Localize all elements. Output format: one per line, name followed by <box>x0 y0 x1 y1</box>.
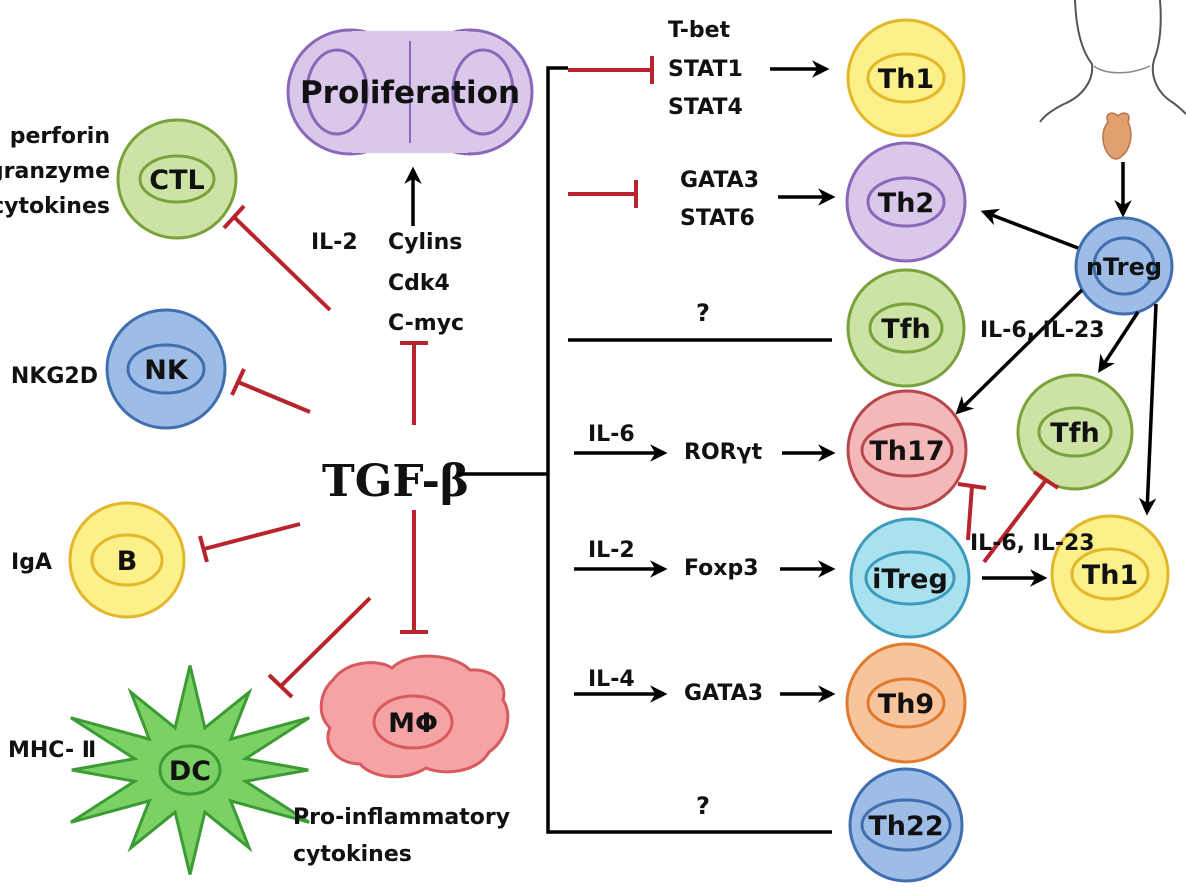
th2-factor-stat6: STAT6 <box>680 206 755 231</box>
nk-label: NK <box>144 355 189 386</box>
il2-proliferation-label: IL-2 <box>311 230 358 255</box>
th1-secondary-label: Th1 <box>1082 560 1138 591</box>
macrophage-label: MΦ <box>388 708 438 739</box>
nk-cell: NK <box>105 308 227 430</box>
ctl-cell: CTL <box>116 118 238 240</box>
inhibit-ctl-line <box>232 215 332 312</box>
ntreg-cell: nTreg <box>1074 216 1174 316</box>
th1-factor-stat4: STAT4 <box>668 95 743 120</box>
inhibit-b-bar <box>198 535 209 563</box>
tfh-secondary-label: Tfh <box>1050 418 1099 449</box>
th2-label: Th2 <box>878 188 934 219</box>
dc-label: DC <box>169 756 211 787</box>
macrophage-note-2: cytokines <box>293 842 412 867</box>
th1-factor-tbet: T-bet <box>668 18 731 43</box>
inhibit-tfh-bar <box>1032 470 1060 490</box>
b-note: IgA <box>11 550 52 575</box>
th1-cell: Th1 <box>846 18 966 138</box>
factor-cmyc: C-myc <box>388 311 464 336</box>
itreg-factor: Foxp3 <box>684 556 759 581</box>
t-cell-bracket <box>546 66 568 834</box>
arrow-ntreg-to-tfh <box>1098 311 1140 373</box>
b-label: B <box>117 546 138 577</box>
th2-factor-gata3: GATA3 <box>680 168 759 193</box>
ntreg-label: nTreg <box>1086 253 1162 281</box>
inhibit-b-line <box>203 522 301 551</box>
il6-il23-label-bottom: IL-6, IL-23 <box>970 531 1095 556</box>
itreg-label: iTreg <box>872 564 948 595</box>
dc-note: MHC- Ⅱ <box>8 738 96 763</box>
inhibit-tfh-line <box>982 478 1048 564</box>
inhibit-dc-bar <box>267 673 294 699</box>
tgf-beta-title: TGF-β <box>322 456 469 507</box>
ctl-note-cytokines: cytokines <box>0 194 110 219</box>
macrophage-note-1: Pro-inflammatory <box>293 805 510 830</box>
proliferation-label: Proliferation <box>300 75 520 111</box>
th9-label: Th9 <box>878 689 934 720</box>
factor-cylins: Cylins <box>388 230 462 255</box>
inhibit-th17-bar <box>957 482 987 490</box>
inhibit-dc-line <box>279 596 372 688</box>
tfh-unknown-label: ? <box>696 299 710 327</box>
th17-cell: Th17 <box>846 389 968 511</box>
th22-cell: Th22 <box>848 767 964 883</box>
ctl-note-granzyme: granzyme <box>0 159 110 184</box>
th1-label: Th1 <box>878 64 934 95</box>
tfh-label: Tfh <box>881 314 930 345</box>
human-silhouette-icon <box>1039 0 1186 123</box>
inhibit-ctl-bar <box>222 204 246 230</box>
arrow-ntreg-to-th17 <box>955 288 1084 415</box>
itreg-cell: iTreg <box>849 517 971 639</box>
nk-note: NKG2D <box>11 364 98 389</box>
thymus-icon <box>1102 112 1132 160</box>
arrow-ntreg-to-th1 <box>1138 303 1158 516</box>
b-cell: B <box>68 501 186 619</box>
macrophage-cell: MΦ <box>319 654 510 779</box>
tfh-cell: Tfh <box>846 268 966 388</box>
th9-cytokine: IL-4 <box>588 667 635 692</box>
th1-factor-stat1: STAT1 <box>668 57 743 82</box>
th1-secondary-cell: Th1 <box>1050 514 1170 634</box>
factor-cdk4: Cdk4 <box>388 271 450 296</box>
dc-star-shape <box>70 665 310 875</box>
arrow-ntreg-to-th2 <box>980 208 1079 250</box>
dc-cell: DC <box>70 665 310 875</box>
inhibit-th17-line <box>966 485 974 541</box>
th17-cytokine: IL-6 <box>588 422 635 447</box>
th22-unknown-label: ? <box>696 792 710 820</box>
th9-cell: Th9 <box>845 642 967 764</box>
ctl-note-perforin: perforin <box>10 124 110 149</box>
th9-factor: GATA3 <box>684 681 763 706</box>
il6-il23-label-top: IL-6, IL-23 <box>980 318 1105 343</box>
tfh-secondary-cell: Tfh <box>1016 373 1134 491</box>
inhibit-nk-line <box>237 380 311 414</box>
th22-label: Th22 <box>868 811 943 842</box>
th2-cell: Th2 <box>845 141 967 263</box>
th17-factor: RORγt <box>684 440 763 465</box>
ctl-label: CTL <box>149 165 204 196</box>
th17-label: Th17 <box>869 436 944 467</box>
itreg-cytokine: IL-2 <box>588 538 635 563</box>
inhibit-nk-bar <box>230 368 246 396</box>
proliferation-cell: Proliferation <box>286 28 534 156</box>
